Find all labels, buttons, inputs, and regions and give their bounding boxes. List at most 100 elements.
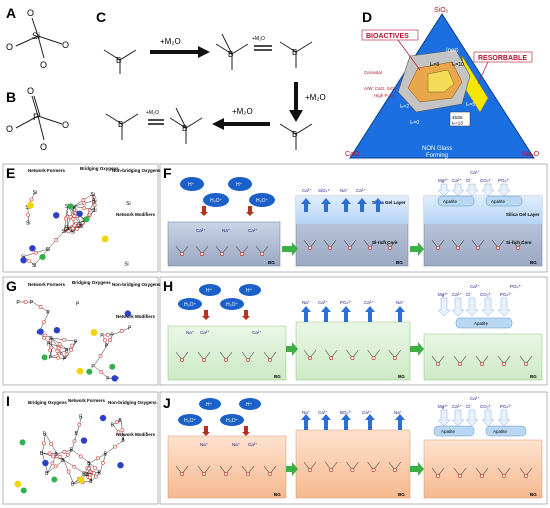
network-former-atom: Si bbox=[32, 263, 36, 269]
network-former-atom: Si bbox=[70, 230, 74, 236]
row-phosphate: G H Network Formers Bridging Oxygens Non… bbox=[2, 276, 548, 386]
row-silicate: E F Network Formers Bridging Oxygens Non… bbox=[2, 163, 548, 273]
network-former-atom: P bbox=[106, 376, 110, 382]
j-ca1: Ca²⁺ bbox=[248, 442, 258, 447]
network-former-atom: B bbox=[69, 448, 73, 454]
modifier-ion bbox=[80, 437, 88, 444]
network-former-atom: Si bbox=[65, 204, 69, 210]
panel-label-i: I bbox=[6, 393, 10, 409]
b-atom-c5: B bbox=[182, 124, 187, 133]
panel-label-g: G bbox=[6, 278, 17, 294]
b-atom-c4: B bbox=[292, 130, 297, 139]
panel-label-e: E bbox=[6, 165, 15, 181]
network-former-atom: Si bbox=[71, 204, 75, 210]
h-po4-2: PO₄³⁻ bbox=[510, 284, 523, 289]
modifier-ion bbox=[37, 328, 44, 335]
j-na3: Na⁺ bbox=[302, 410, 311, 415]
f-bg1: BG bbox=[268, 260, 275, 265]
network-former-atom: B bbox=[75, 431, 79, 437]
iso-2: Iₕ=2 bbox=[400, 104, 409, 110]
network-former-atom: P bbox=[128, 326, 132, 332]
h-bg2: BG bbox=[398, 374, 405, 379]
i-formers: Network Formers bbox=[68, 398, 106, 403]
m2o-label-3: +M₂O bbox=[232, 107, 253, 116]
network-former-atom: B bbox=[61, 458, 65, 464]
panel-label-f: F bbox=[163, 165, 172, 181]
panel-b: B P O O O O bbox=[6, 86, 69, 152]
e-bridging: Bridging Oxygens bbox=[80, 166, 119, 171]
j-mg: Mg²⁺ bbox=[438, 404, 449, 409]
j-na2: Na⁺ bbox=[232, 442, 241, 447]
network-former-atom: P bbox=[91, 364, 95, 370]
e-modifiers: Network Modifiers bbox=[116, 212, 156, 217]
b-atom-c6: B bbox=[118, 120, 123, 129]
network-former-atom: B bbox=[43, 432, 47, 438]
m2o-small-2: +M₂O bbox=[146, 110, 159, 116]
row-borate: I J Bridging Oxygens Network Formers Non… bbox=[2, 391, 548, 505]
modifier-ion bbox=[111, 375, 118, 382]
h-h3o2: H₃O⁺ bbox=[226, 302, 239, 308]
g-nonbridging: Non-bridging Oxygens bbox=[112, 282, 161, 287]
network-g: PPPPPPPPPPPPPPPPPP bbox=[16, 300, 132, 382]
j-na4: Na⁺ bbox=[394, 410, 403, 415]
j-apatite1: Apatite bbox=[441, 429, 456, 434]
modifier-ion bbox=[20, 487, 27, 494]
j-bg2: BG bbox=[398, 492, 405, 497]
h-ca3: Ca²⁺ bbox=[318, 300, 328, 305]
network-former-atom: P bbox=[30, 300, 34, 306]
network-former-atom: P bbox=[76, 302, 80, 308]
f-h3o2: H₃O⁺ bbox=[256, 198, 269, 204]
j-co3: CO₃²⁻ bbox=[480, 404, 493, 409]
network-former-atom: B bbox=[71, 482, 75, 488]
j-ca5: Ca²⁺ bbox=[452, 404, 462, 409]
network-former-atom: B bbox=[45, 471, 49, 477]
network-former-atom: Si bbox=[33, 190, 37, 196]
network-former-atom: P bbox=[63, 356, 67, 362]
o-atom-a2: O bbox=[6, 42, 13, 52]
m2o-small-1: +M₂O bbox=[252, 36, 265, 42]
g-formers: Network Formers bbox=[28, 282, 66, 287]
iso-10: Iₕ=10 bbox=[452, 62, 464, 68]
f-ca2: Ca²⁺ bbox=[248, 228, 258, 233]
m2o-label-1: +M₂O bbox=[160, 37, 181, 46]
network-former-atom: Si bbox=[46, 247, 50, 253]
panel-label-d: D bbox=[362, 9, 372, 25]
network-former-atom: P bbox=[49, 336, 53, 342]
h-ca4: Ca²⁺ bbox=[364, 300, 374, 305]
o-atom-b3: O bbox=[62, 120, 69, 130]
label-forming: Forming bbox=[426, 153, 448, 159]
modifier-ion bbox=[29, 245, 36, 252]
h-po4-3: PO₄³⁻ bbox=[500, 292, 513, 297]
label-non-glass: NON Glass bbox=[422, 146, 452, 152]
modifier-ion bbox=[42, 459, 49, 467]
modifier-ion bbox=[20, 257, 27, 264]
modifier-ion bbox=[76, 367, 84, 375]
j-bg3: BG bbox=[530, 492, 537, 497]
h-mg: Mg²⁺ bbox=[438, 292, 449, 297]
network-former-atom: B bbox=[85, 472, 89, 478]
modifier-ion bbox=[14, 480, 22, 488]
j-h3o1: H₃O⁺ bbox=[184, 418, 197, 424]
network-former-atom: Si bbox=[65, 225, 69, 231]
modifier-ion bbox=[76, 210, 83, 217]
modifier-ion bbox=[19, 439, 26, 446]
h-ca1: Ca²⁺ bbox=[200, 330, 210, 335]
network-former-atom: Si bbox=[126, 201, 130, 207]
network-e: SiSiSiSiSiSiSiSiSiSiSiSiSiSiSiSiSiSi bbox=[20, 190, 131, 269]
h-ca2: Ca²⁺ bbox=[252, 330, 262, 335]
label-ceravital: Ceravital bbox=[364, 70, 382, 75]
ternary-top-label: SiO₂ bbox=[434, 7, 449, 14]
j-bg1: BG bbox=[274, 492, 281, 497]
j-apatite2: Apatite bbox=[493, 429, 508, 434]
label-bioactives: BIOACTIVES bbox=[366, 33, 409, 40]
h-po4-1: PO₄³⁻ bbox=[340, 300, 353, 305]
p-atom-b: P bbox=[33, 112, 39, 122]
f-glass-1 bbox=[167, 221, 281, 267]
f-h3o1: H₃O⁺ bbox=[210, 198, 223, 204]
f-h1: H⁺ bbox=[188, 182, 195, 188]
panel-label-b: B bbox=[6, 89, 16, 105]
panel-label-h: H bbox=[163, 278, 173, 294]
panel-label-a: A bbox=[6, 5, 16, 21]
j-h3o2: H₃O⁺ bbox=[226, 418, 239, 424]
f-ca6: Ca²⁺ bbox=[452, 178, 462, 183]
